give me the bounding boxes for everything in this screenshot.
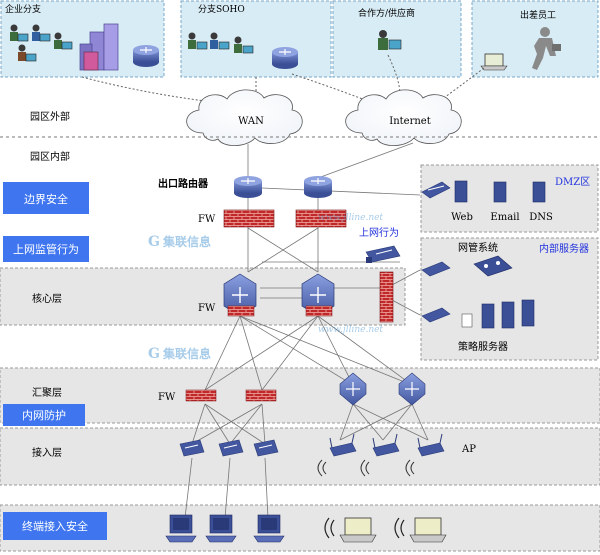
branch-partner-label: 合作方/供应商 [358,7,415,19]
access-switch-3 [253,439,279,457]
partner-worker-icon [378,30,402,50]
watermark-logo-mark-2: G [148,346,160,362]
aggregation-layer-band [0,367,600,424]
branch-traveler: 出差员工 [471,0,599,78]
traveler-laptop-icon [480,53,508,71]
branch-router-icon [133,45,159,67]
dmz-server-email: Email [490,212,519,223]
egress-router-2 [304,176,332,198]
behavior-label: 上网行为 [359,226,399,239]
wireless-laptop-1 [324,517,377,543]
dmz-server-dns: DNS [529,212,553,223]
zone-outside-label: 园区外部 [30,110,70,123]
terminal-access-security-label: 终端接入安全 [22,519,88,533]
dmz-panel: DMZ区 [420,164,599,233]
fw-label-core: FW [198,303,216,314]
wan-cloud: WAN [186,89,303,147]
network-links [184,142,429,519]
ap-label: AP [461,444,476,455]
internet-behavior-box: 上网监管行为 [3,236,89,262]
dmz-server-web: Web [451,212,473,223]
watermark-url-2: www.jlline.net [318,325,383,335]
nms-label: 网管系统 [458,241,498,254]
border-firewall-2 [295,209,347,228]
internal-switch-1 [421,261,451,277]
branch-enterprise-label: 企业分支 [5,3,41,15]
branch-traveler-label: 出差员工 [520,9,556,21]
border-security-box: 边界安全 [3,182,89,214]
policy-server-label: 策略服务器 [458,340,508,353]
branch-soho: 分支SOHO [180,0,332,78]
zone-inside-label: 园区内部 [30,150,70,163]
core-switch-1 [223,273,257,317]
egress-router-1 [234,176,262,198]
fw-label-agg: FW [158,392,176,403]
access-point-3 [405,433,445,477]
soho-router-icon [272,47,298,69]
fw-label-border: FW [198,214,216,225]
watermark: G 集联信息 www.jlline.net G 集联信息 www.jlline.… [148,213,383,362]
agg-firewall-1 [185,389,217,402]
internal-switch-2 [421,307,451,323]
internet-behavior-label: 上网监管行为 [13,242,79,256]
watermark-logo-1: 集联信息 [162,234,211,249]
wireless-laptop-2 [394,517,447,543]
access-switch-2 [218,439,244,457]
soho-workers-icon [188,32,254,54]
wan-label: WAN [238,116,264,127]
desktop-pc-2 [205,514,237,543]
egress-router-label: 出口路由器 [158,177,209,190]
core-layer-label: 核心层 [32,292,62,305]
access-layer-band [0,427,600,486]
agg-switch-1 [339,372,367,406]
access-layer-label: 接入层 [32,446,62,459]
watermark-logo-2: 集联信息 [162,346,211,361]
access-point-2 [360,433,400,477]
aggregation-layer-label: 汇聚层 [32,386,62,399]
dmz-title: DMZ区 [555,176,590,188]
nms-server-icon [473,255,513,277]
branch-enterprise: 企业分支 [0,0,165,78]
policy-servers-icon [461,299,535,329]
business-traveler-icon [532,27,561,70]
dmz-switch [421,181,451,199]
branch-partner: 合作方/供应商 [332,0,462,78]
internal-servers-title: 内部服务器 [539,242,589,255]
branch-soho-label: 分支SOHO [198,3,245,15]
access-point-1 [317,433,357,477]
intranet-protection-box: 内网防护 [3,404,85,426]
core-firewall-vertical [379,271,394,323]
access-switch-1 [179,439,205,457]
office-workers-icon [10,24,73,62]
core-switch-2 [301,273,335,317]
internal-servers-panel: 内部服务器 [420,237,599,361]
agg-firewall-2 [245,389,277,402]
behavior-device-icon [365,245,401,263]
border-firewall-1 [223,209,275,228]
desktop-pc-1 [165,514,197,543]
dmz-servers [454,180,546,203]
core-layer-band [0,267,406,326]
agg-switch-2 [398,372,426,406]
desktop-pc-3 [253,514,285,543]
terminal-access-security-box: 终端接入安全 [3,512,107,540]
internet-cloud: Internet [345,89,462,147]
intranet-protection-label: 内网防护 [22,408,66,422]
buildings-icon [79,23,119,71]
internet-label: Internet [389,116,430,127]
watermark-url-1: www.jlline.net [318,213,383,223]
border-security-label: 边界安全 [24,192,68,206]
watermark-logo-mark: G [148,234,160,250]
